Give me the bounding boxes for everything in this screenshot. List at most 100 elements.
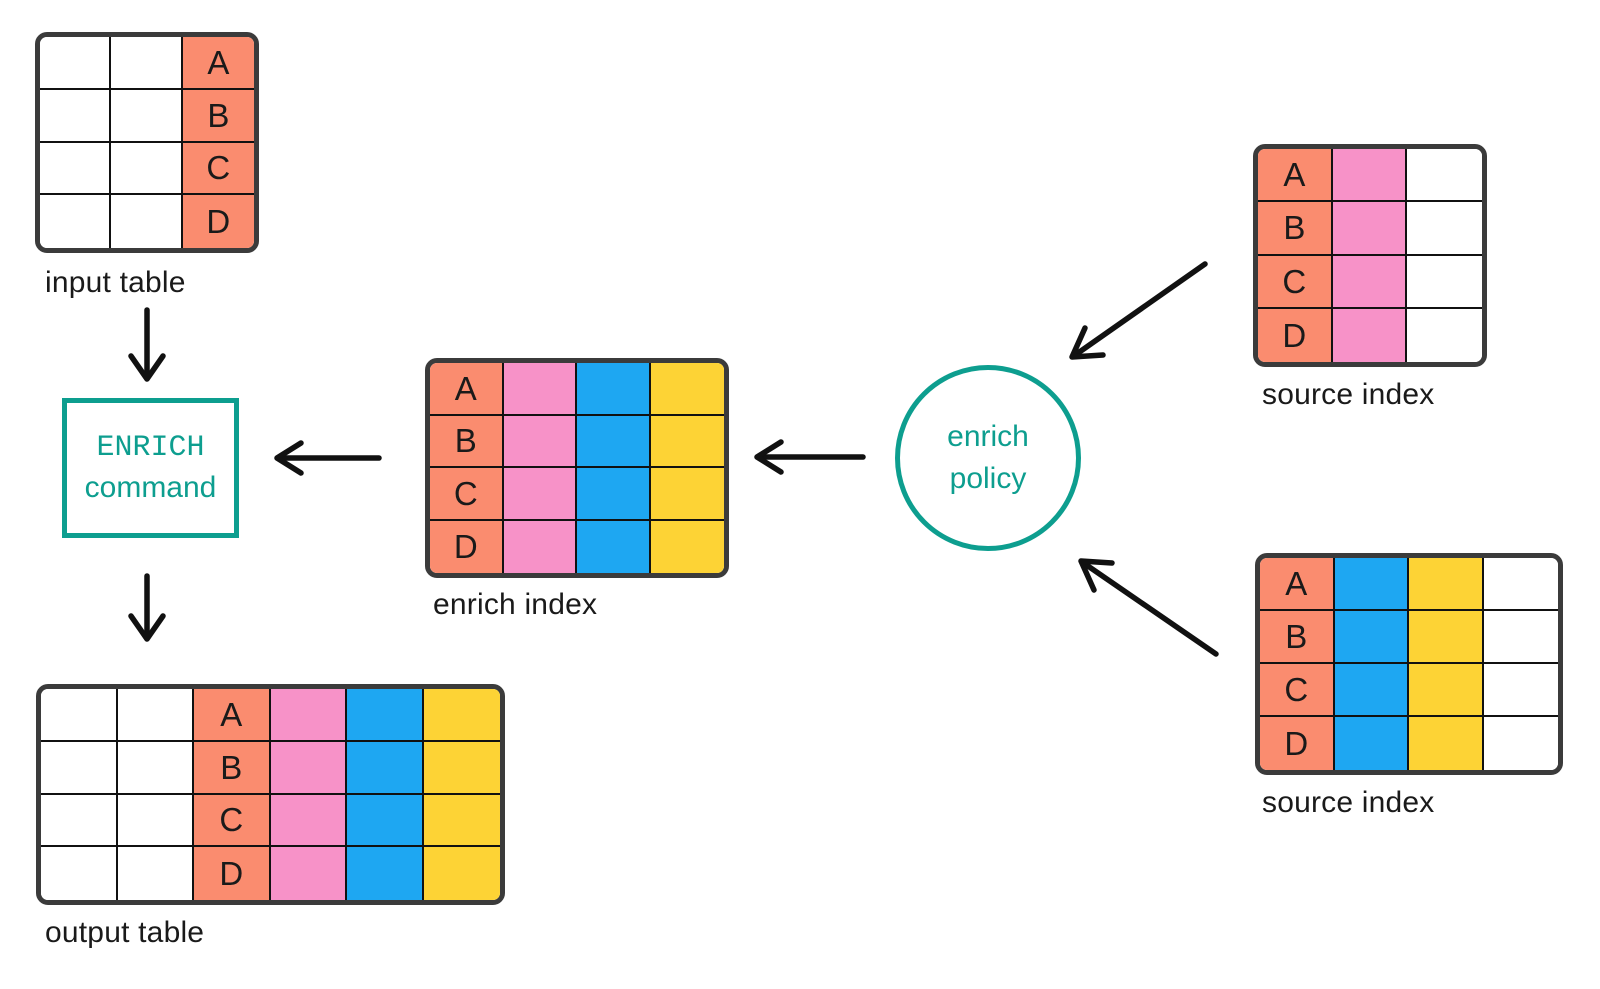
table-cell: D <box>1258 308 1333 362</box>
table-cell <box>1334 558 1409 611</box>
table-cell <box>650 520 724 573</box>
table-cell: B <box>1258 202 1333 256</box>
table-cell <box>577 415 651 468</box>
table-cell <box>1407 149 1482 203</box>
table-cell <box>117 847 194 900</box>
table-cell <box>423 741 500 795</box>
arrow-enrich-command-to-output-table <box>128 573 166 642</box>
table-cell <box>111 89 183 143</box>
enrich-policy-circle: enrich policy <box>895 365 1081 551</box>
table-cell <box>423 794 500 848</box>
table-cell: B <box>182 89 254 143</box>
table-cell <box>577 520 651 573</box>
table-cell <box>1483 611 1558 664</box>
table-cell <box>41 741 118 795</box>
table-cell: C <box>430 468 504 521</box>
table-cell <box>1332 255 1408 309</box>
output-table-label: output table <box>45 916 205 949</box>
table-cell <box>111 37 183 90</box>
table-cell <box>503 520 577 573</box>
table-cell <box>270 689 347 742</box>
table-cell <box>650 363 724 416</box>
table-cell <box>1409 664 1484 717</box>
table-cell <box>650 415 724 468</box>
table-cell <box>423 689 500 742</box>
table-cell: B <box>1260 611 1335 664</box>
table-cell <box>577 468 651 521</box>
table-cell <box>347 689 424 742</box>
enrich-policy-line2: policy <box>949 462 1027 495</box>
table-cell <box>1332 202 1408 256</box>
arrow-enrich-index-to-enrich-command <box>274 440 382 476</box>
table-cell: A <box>182 37 254 90</box>
table-cell: C <box>194 794 271 848</box>
table-cell: B <box>430 415 504 468</box>
table-cell <box>1407 202 1482 256</box>
enrich-index-label: enrich index <box>433 588 598 621</box>
table-cell: C <box>1258 255 1333 309</box>
table-cell: D <box>430 520 504 573</box>
table-cell <box>41 689 118 742</box>
table-cell <box>117 794 194 848</box>
table-cell <box>503 468 577 521</box>
table-cell <box>347 741 424 795</box>
table-cell <box>41 794 118 848</box>
table-cell <box>1334 611 1409 664</box>
table-cell <box>1409 611 1484 664</box>
table-cell <box>347 794 424 848</box>
table-cell <box>1407 308 1482 362</box>
table-cell <box>270 847 347 900</box>
source-index-top-label: source index <box>1262 378 1435 411</box>
table-cell <box>270 794 347 848</box>
table-cell <box>1483 558 1558 611</box>
table-cell <box>111 142 183 196</box>
arrow-enrich-policy-to-enrich-index <box>754 439 866 475</box>
input-table-label: input table <box>45 266 186 299</box>
table-cell: B <box>194 741 271 795</box>
enrich-command-line1: ENRICH <box>96 430 205 465</box>
table-cell <box>1409 717 1484 770</box>
table-cell <box>1407 255 1482 309</box>
table-cell <box>40 37 112 90</box>
table-cell <box>503 415 577 468</box>
table-cell <box>1483 717 1558 770</box>
table-cell <box>650 468 724 521</box>
table-cell: A <box>194 689 271 742</box>
enrich-policy-line1: enrich <box>947 419 1029 453</box>
table-cell <box>1409 558 1484 611</box>
table-cell <box>577 363 651 416</box>
table-cell <box>40 89 112 143</box>
arrow-source-index-top-to-enrich-policy <box>1069 261 1208 360</box>
enrich-command-box: ENRICH command <box>62 398 239 538</box>
table-cell <box>41 847 118 900</box>
table-cell: A <box>1258 149 1333 203</box>
table-cell <box>117 689 194 742</box>
table-cell <box>40 142 112 196</box>
table-cell <box>40 195 112 248</box>
table-cell: D <box>182 195 254 248</box>
enrich-command-line2: command <box>84 471 217 504</box>
table-cell: C <box>1260 664 1335 717</box>
table-cell <box>117 741 194 795</box>
table-cell <box>1334 664 1409 717</box>
table-cell <box>1332 308 1408 362</box>
table-cell <box>423 847 500 900</box>
table-cell: C <box>182 142 254 196</box>
table-cell <box>1483 664 1558 717</box>
arrow-source-index-bottom-to-enrich-policy <box>1078 558 1219 657</box>
table-cell: D <box>1260 717 1335 770</box>
table-cell: A <box>1260 558 1335 611</box>
source-index-bottom-label: source index <box>1262 786 1435 819</box>
table-cell <box>111 195 183 248</box>
table-cell: D <box>194 847 271 900</box>
table-cell <box>1332 149 1408 203</box>
table-cell <box>1334 717 1409 770</box>
table-cell: A <box>430 363 504 416</box>
table-cell <box>347 847 424 900</box>
